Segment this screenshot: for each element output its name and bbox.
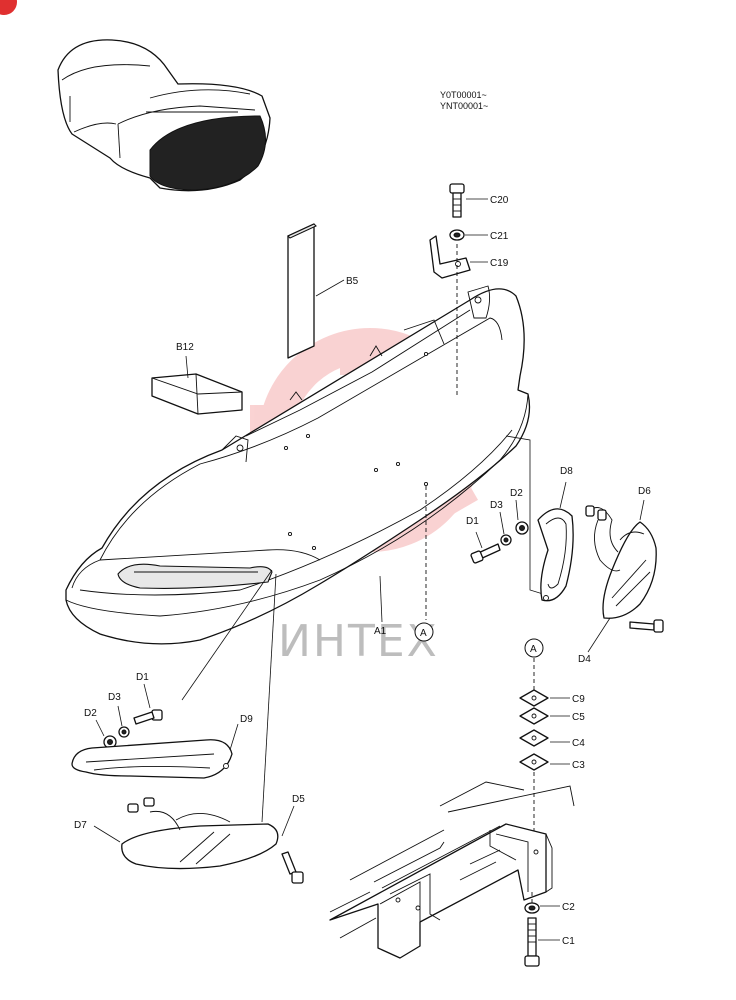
- part-c5-plate: [519, 707, 549, 725]
- label-a1: A1: [374, 626, 387, 637]
- part-c4-plate: [519, 729, 549, 747]
- label-c20: C20: [490, 195, 509, 206]
- label-d1-right: D1: [466, 516, 479, 527]
- svg-text:A: A: [530, 644, 537, 655]
- serial-number-2: YNT00001~: [440, 101, 488, 111]
- part-c2-washer: [524, 902, 540, 914]
- serial-number-1: Y0T00001~: [440, 90, 487, 100]
- part-d2-washer-right: [515, 521, 529, 535]
- part-c3-plate: [519, 753, 549, 771]
- part-d6-lamp: [585, 505, 657, 619]
- part-b12-block: [151, 373, 243, 415]
- label-d2-right: D2: [510, 488, 523, 499]
- label-c9: C9: [572, 694, 585, 705]
- part-d1-bolt-right: [470, 543, 501, 564]
- watermark-text: ИНТЕХ: [278, 616, 439, 667]
- part-c9-plate: [519, 689, 549, 707]
- part-d7-lamp: [121, 797, 279, 870]
- label-d3-right: D3: [490, 500, 503, 511]
- part-c19-bracket: [429, 235, 471, 279]
- part-d4-screw: [629, 619, 664, 633]
- part-d8-bezel: [537, 508, 574, 602]
- part-a1-cover: [65, 285, 531, 645]
- callout-a-upper: A: [414, 622, 434, 642]
- part-d5-screw: [281, 851, 304, 884]
- part-d3-nut-left: [118, 726, 130, 738]
- machine-thumbnail: [57, 39, 271, 192]
- callout-a-lower: A: [524, 638, 544, 658]
- label-d9: D9: [240, 714, 253, 725]
- label-d7: D7: [74, 820, 87, 831]
- part-c21-washer: [449, 229, 465, 241]
- label-d8: D8: [560, 466, 573, 477]
- label-d2-left: D2: [84, 708, 97, 719]
- label-c3: C3: [572, 760, 585, 771]
- label-d1-left: D1: [136, 672, 149, 683]
- part-d9-bezel: [71, 739, 233, 779]
- label-d3-left: D3: [108, 692, 121, 703]
- label-c2: C2: [562, 902, 575, 913]
- part-d3-nut-right: [500, 534, 512, 546]
- label-b5: B5: [346, 276, 359, 287]
- label-c4: C4: [572, 738, 585, 749]
- label-c1: C1: [562, 936, 575, 947]
- label-c19: C19: [490, 258, 509, 269]
- part-b5-strip: [287, 223, 317, 359]
- svg-text:A: A: [420, 628, 427, 639]
- label-d6: D6: [638, 486, 651, 497]
- label-d4: D4: [578, 654, 591, 665]
- corner-badge: [0, 0, 17, 15]
- label-b12: B12: [176, 342, 194, 353]
- part-c20-bolt: [449, 183, 465, 218]
- label-c21: C21: [490, 231, 509, 242]
- machine-frame: [329, 781, 575, 959]
- label-c5: C5: [572, 712, 585, 723]
- part-d1-bolt-left: [133, 709, 163, 725]
- part-c1-bolt: [524, 917, 540, 967]
- label-d5: D5: [292, 794, 305, 805]
